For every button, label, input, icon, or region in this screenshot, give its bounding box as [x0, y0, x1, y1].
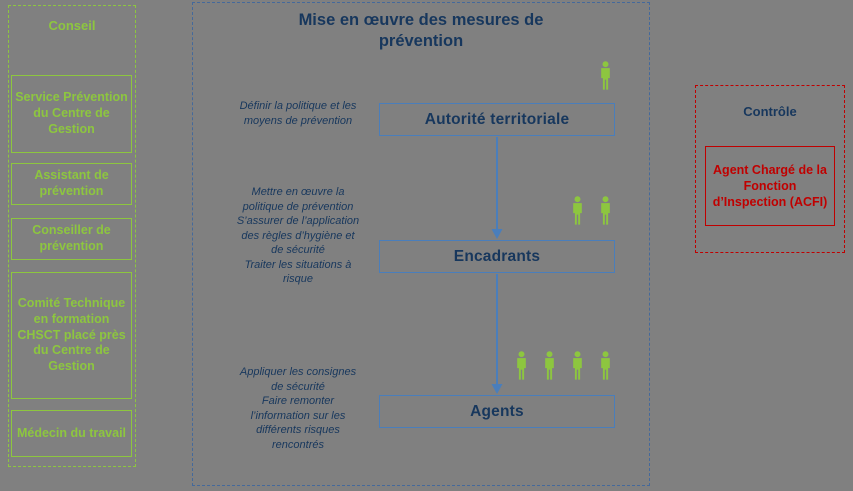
conseil-panel: Conseil Service Prévention du Centre de … — [8, 5, 136, 467]
person-icon — [601, 61, 610, 90]
node-encadrants: Encadrants — [379, 240, 615, 273]
mise-en-oeuvre-panel: Mise en œuvre des mesures de prévention … — [192, 2, 650, 486]
person-icon — [573, 196, 582, 225]
conseil-item-service-prevention: Service Prévention du Centre de Gestion — [11, 75, 132, 153]
conseil-title: Conseil — [48, 18, 96, 33]
person-icon — [545, 351, 554, 380]
controle-title: Contrôle — [743, 104, 797, 119]
level3-description: Appliquer les consignes de sécurité Fair… — [239, 366, 357, 451]
controle-panel: Contrôle Agent Chargé de la Fonction d’I… — [695, 85, 845, 253]
conseil-item-assistant-prevention: Assistant de prévention — [11, 163, 132, 205]
conseil-item-comite-technique: Comité Technique en formation CHSCT plac… — [11, 272, 132, 399]
level3-people-icons — [514, 351, 613, 380]
level2-description: Mettre en œuvre la politique de préventi… — [236, 186, 360, 286]
level2-people-icons — [570, 196, 613, 225]
node-autorite-territoriale: Autorité territoriale — [379, 103, 615, 136]
person-icon — [601, 196, 610, 225]
arrow-down-icon — [491, 274, 503, 394]
conseil-item-medecin-travail: Médecin du travail — [11, 410, 132, 457]
person-icon — [517, 351, 526, 380]
diagram-title: Mise en œuvre des mesures de prévention — [298, 11, 544, 50]
controle-item-acfi: Agent Chargé de la Fonction d’Inspection… — [705, 146, 835, 226]
conseil-item-conseiller-prevention: Conseiller de prévention — [11, 218, 132, 260]
level1-description: Définir la politique et les moyens de pr… — [239, 100, 357, 127]
level1-people-icons — [598, 61, 613, 90]
person-icon — [573, 351, 582, 380]
arrow-down-icon — [491, 137, 503, 239]
node-agents: Agents — [379, 395, 615, 428]
person-icon — [601, 351, 610, 380]
